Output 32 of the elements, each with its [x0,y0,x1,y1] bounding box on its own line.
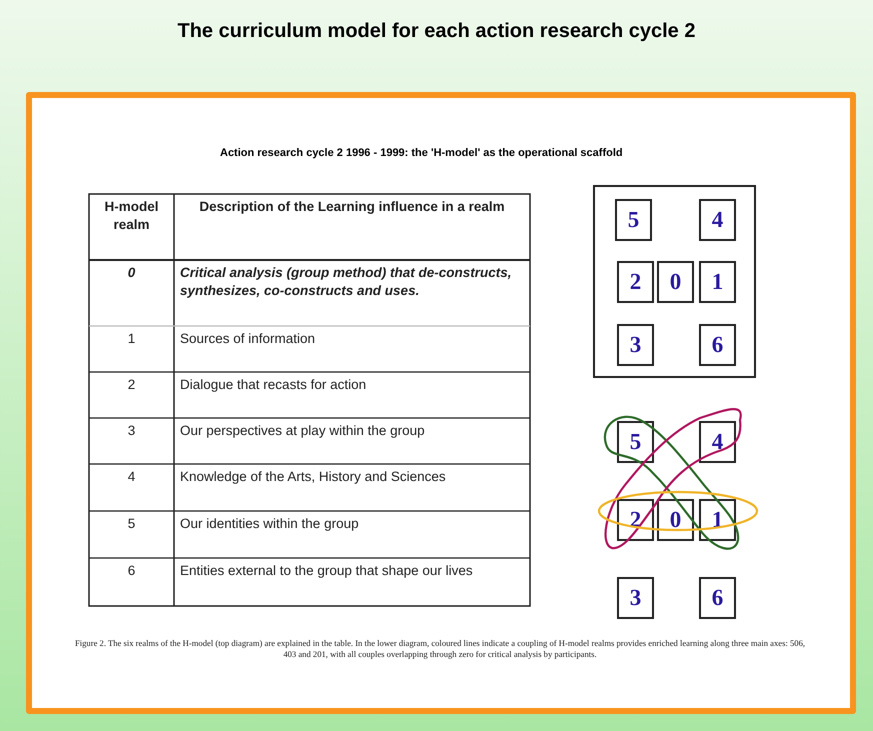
table-cell-text: 6 [126,562,136,580]
diagram-frame [593,185,756,378]
table-cell-text: Critical analysis (group method) that de-constructs, synthesizes, co-constructs and uses. [179,264,513,300]
subtitle: Action research cycle 2 1996 - 1999: the 'H-model' as the operational scaffold [220,147,623,159]
table-cell-text: Sources of information [179,330,316,348]
realm-box: 3 [617,324,654,366]
table-cell-text: 4 [126,468,136,486]
realm-box: 6 [699,577,736,619]
realm-box: 5 [617,421,654,463]
realm-box: 0 [657,261,694,303]
realm-box: 6 [699,324,736,366]
table-cell-text: Knowledge of the Arts, History and Sciences [179,468,447,486]
column-header: Description of the Learning influence in a realm [198,198,506,216]
table-cell-text: Our identities within the group [179,515,360,533]
table-cell-text: 5 [126,515,136,533]
table-cell-text: Entities external to the group that shape our lives [179,562,474,580]
realm-box: 4 [699,421,736,463]
table-cell-text: 0 [126,264,136,282]
realm-box: 5 [615,199,652,241]
realm-box: 2 [617,261,654,303]
title: The curriculum model for each action research cycle 2 [176,20,696,43]
realm-box: 4 [699,199,736,241]
table-cell-text: 2 [126,376,136,394]
table-cell-text: 3 [126,422,136,440]
figure-caption: Figure 2. The six realms of the H-model (top diagram) are explained in the table. In the lower diagram, coloured lines indicate a coupling of H-model realms provides enriched learning along three main axes: 506, 403 and 201, with all couples overlapping through zero for critical analysis by participants. [74,638,806,660]
realm-box: 0 [657,499,694,541]
table-cell-text: 1 [126,330,136,348]
column-header: H-model realm [104,198,160,234]
realm-box: 3 [617,577,654,619]
table-cell-text: Dialogue that recasts for action [179,376,368,394]
table-cell-text: Our perspectives at play within the group [179,422,426,440]
realm-box: 1 [699,261,736,303]
